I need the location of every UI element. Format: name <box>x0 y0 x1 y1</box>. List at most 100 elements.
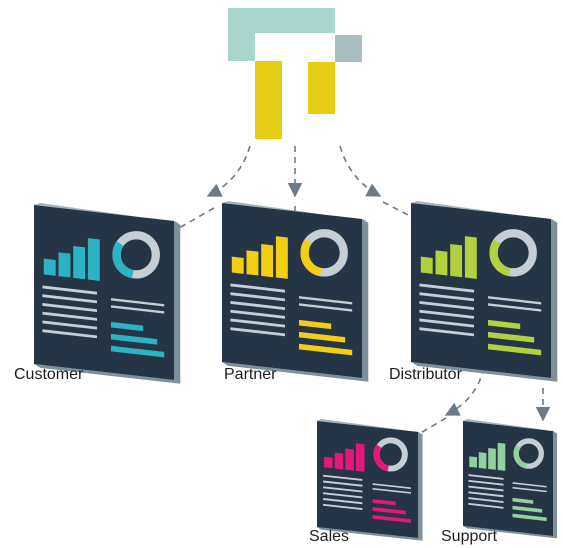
horizontal-bar <box>111 321 144 332</box>
horizontal-bar <box>488 319 521 330</box>
screen-side <box>551 218 558 382</box>
bar-chart-bar <box>488 447 496 470</box>
logo-yellow-right <box>308 62 335 114</box>
list-line <box>42 311 97 321</box>
label-sales: Sales <box>309 528 350 545</box>
list-line <box>323 480 363 487</box>
screen-face <box>411 203 551 378</box>
screen-top <box>34 203 181 223</box>
screen-support <box>463 419 558 539</box>
arrow-distributor-to-sales <box>444 367 485 416</box>
screen-face <box>317 421 418 538</box>
list-line <box>230 318 285 328</box>
list-line <box>419 309 474 319</box>
donut-segment <box>112 231 160 279</box>
list-line <box>42 294 97 304</box>
detail-line <box>111 298 165 307</box>
horizontal-bar <box>512 497 534 504</box>
donut-segment <box>489 229 537 277</box>
screen-bottom <box>317 527 423 541</box>
screen-bottom <box>463 525 558 539</box>
arrow-distributor-link <box>382 201 415 219</box>
list-line <box>468 502 504 509</box>
label-partner: Partner <box>224 366 277 383</box>
horizontal-bar <box>111 333 158 345</box>
horizontal-bar <box>299 319 332 330</box>
bar-chart-bar <box>345 448 354 471</box>
screen-sales <box>317 419 423 541</box>
list-line <box>419 292 474 302</box>
list-line <box>419 318 474 328</box>
screen-distributor <box>411 201 558 382</box>
horizontal-bar <box>299 343 353 356</box>
screen-top <box>317 419 423 433</box>
list-line <box>42 302 97 313</box>
list-line <box>230 300 285 311</box>
screen-face <box>222 203 362 378</box>
donut-segment <box>300 229 348 277</box>
list-line <box>323 498 363 505</box>
bar-chart-bar <box>478 452 487 469</box>
detail-line <box>299 296 353 305</box>
list-line <box>42 285 97 295</box>
horizontal-bar <box>488 331 535 343</box>
list-line <box>42 320 97 330</box>
logo <box>228 8 362 139</box>
logo-gray-block <box>335 35 362 62</box>
detail-line <box>372 488 411 494</box>
logo-yellow-left <box>255 61 282 139</box>
bar-chart-bar <box>334 452 344 470</box>
screen-top <box>411 201 558 221</box>
bar-chart-bar <box>246 250 259 276</box>
horizontal-bar <box>372 499 396 506</box>
bar-chart-bar <box>43 258 56 276</box>
detail-line <box>372 483 411 489</box>
list-line <box>230 327 285 337</box>
bar-chart-bar <box>324 456 333 469</box>
list-line <box>468 474 504 480</box>
list-line <box>323 474 363 481</box>
bar-chart-bar <box>73 246 86 280</box>
bar-chart-bar <box>464 236 477 279</box>
logo-teal-stem <box>228 33 255 61</box>
detail-line <box>512 482 547 488</box>
screen-face <box>463 421 553 536</box>
list-line <box>323 486 363 493</box>
detail-line <box>111 305 165 314</box>
screen-partner <box>222 201 369 382</box>
bar-chart-bar <box>58 252 71 278</box>
screen-side <box>362 218 369 382</box>
list-line <box>230 309 285 319</box>
bar-chart-bar <box>231 256 244 274</box>
donut-segment <box>513 438 544 469</box>
bar-chart-bar <box>275 236 288 279</box>
horizontal-bar <box>111 345 165 358</box>
list-line <box>230 292 285 302</box>
detail-line <box>512 486 547 493</box>
list-line <box>419 283 474 293</box>
list-line <box>323 492 363 499</box>
list-line <box>468 491 504 498</box>
list-line <box>468 497 504 503</box>
list-line <box>323 503 363 511</box>
screen-bottom <box>411 362 558 382</box>
horizontal-bar <box>512 513 547 522</box>
bar-chart-bar <box>435 250 448 276</box>
detail-line <box>488 296 542 305</box>
bar-chart-bar <box>87 238 100 281</box>
screen-top <box>222 201 369 221</box>
label-support: Support <box>441 528 498 545</box>
screen-side <box>174 220 181 384</box>
bar-chart-bar <box>450 244 463 278</box>
detail-line <box>299 303 353 312</box>
screen-side <box>418 431 423 541</box>
horizontal-bar <box>512 505 543 513</box>
list-line <box>419 327 474 337</box>
detail-line <box>488 303 542 312</box>
horizontal-bar <box>372 515 411 523</box>
horizontal-bar <box>488 343 542 356</box>
screen-bottom <box>34 364 181 384</box>
screen-face <box>34 205 174 380</box>
screen-side <box>553 431 558 539</box>
arrow-sales-link <box>401 417 447 445</box>
